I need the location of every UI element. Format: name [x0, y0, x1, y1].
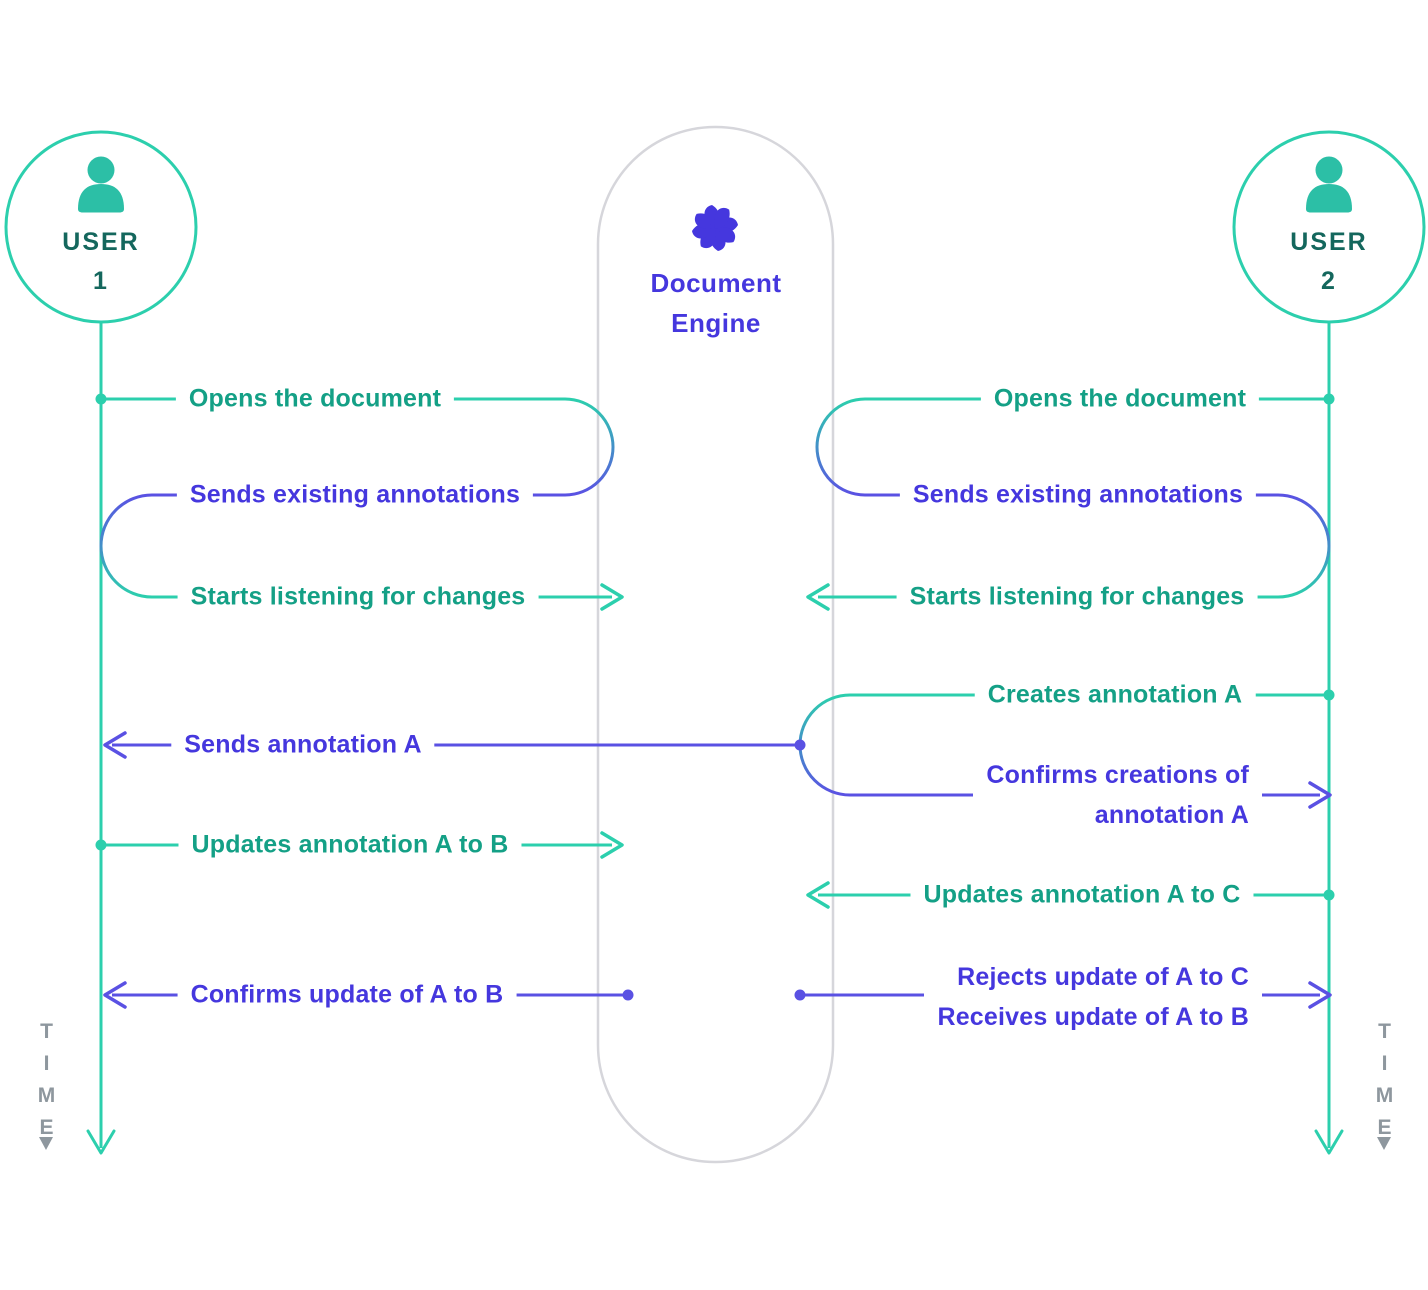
document-engine-label: Document Engine [650, 263, 781, 343]
person-head [1315, 156, 1343, 184]
user1-label: USER 1 [62, 223, 139, 301]
message-sends-annotations-left: Sends existing annotations [176, 479, 534, 511]
message-line: Receives update of A to B [937, 1003, 1249, 1031]
message-updates-a-to-b: Updates annotation A to B [178, 829, 522, 861]
user2-label-line2: 2 [1321, 267, 1337, 295]
message-sends-annotations-right: Sends existing annotations [899, 479, 1257, 511]
curve-engine-return-left [564, 397, 615, 497]
pinwheel-petal [714, 207, 730, 229]
arrow-right-icon [600, 831, 624, 859]
time-axis-label-right: TIME [1373, 1020, 1396, 1148]
arrow-right-icon [1308, 781, 1332, 809]
arrow-right-icon [600, 583, 624, 611]
message-starts-listening-right: Starts listening for changes [896, 581, 1258, 613]
person-head [87, 156, 115, 184]
curve-user-return-right [1277, 493, 1331, 599]
message-start-dot [95, 839, 107, 851]
person-body [78, 184, 124, 213]
message-rejects-receives-update: Rejects update of A to C Receives update… [924, 956, 1262, 1038]
person-icon [1306, 156, 1352, 213]
user2-lifeline-arrow-icon [1314, 1129, 1344, 1155]
arrow-right-icon [1308, 981, 1332, 1009]
message-sends-annotation-a: Sends annotation A [171, 729, 435, 761]
message-line: annotation A [1094, 801, 1249, 829]
message-confirms-creation: Confirms creations of annotation A [973, 754, 1262, 836]
person-icon [78, 156, 124, 213]
document-engine-lifeline [596, 125, 835, 1164]
message-confirms-update-a-to-b: Confirms update of A to B [177, 979, 517, 1011]
message-line: Rejects update of A to C [957, 963, 1249, 991]
message-start-dot [622, 989, 634, 1001]
curve-user-return-left [99, 493, 153, 599]
arrow-left-icon [806, 881, 830, 909]
user2-label-line1: USER [1290, 228, 1368, 256]
message-start-dot [794, 739, 806, 751]
message-starts-listening-left: Starts listening for changes [177, 581, 539, 613]
time-axis-label-left: TIME [35, 1020, 58, 1148]
message-start-dot [95, 393, 107, 405]
user2-label: USER 2 [1290, 223, 1367, 301]
message-start-dot [1323, 689, 1335, 701]
down-triangle-icon [1377, 1137, 1391, 1150]
message-opens-document-left: Opens the document [175, 383, 455, 415]
message-opens-document-right: Opens the document [980, 383, 1260, 415]
engine-label-line2: Engine [671, 308, 761, 338]
message-creates-annotation-a: Creates annotation A [974, 679, 1256, 711]
down-triangle-icon [39, 1137, 53, 1150]
arrow-left-icon [103, 981, 127, 1009]
message-start-dot [1323, 393, 1335, 405]
user1-label-line1: USER [62, 228, 140, 256]
arrow-left-icon [103, 731, 127, 759]
message-start-dot [1323, 889, 1335, 901]
message-start-dot [794, 989, 806, 1001]
message-line: Confirms creations of [986, 761, 1249, 789]
engine-label-line1: Document [650, 268, 782, 298]
pinwheel-icon [692, 205, 738, 251]
user1-lifeline-arrow-icon [86, 1129, 116, 1155]
person-body [1306, 184, 1352, 213]
curve-engine-return-right [815, 397, 866, 497]
message-updates-a-to-c: Updates annotation A to C [910, 879, 1254, 911]
arrow-left-icon [806, 583, 830, 611]
user1-label-line2: 1 [93, 267, 109, 295]
